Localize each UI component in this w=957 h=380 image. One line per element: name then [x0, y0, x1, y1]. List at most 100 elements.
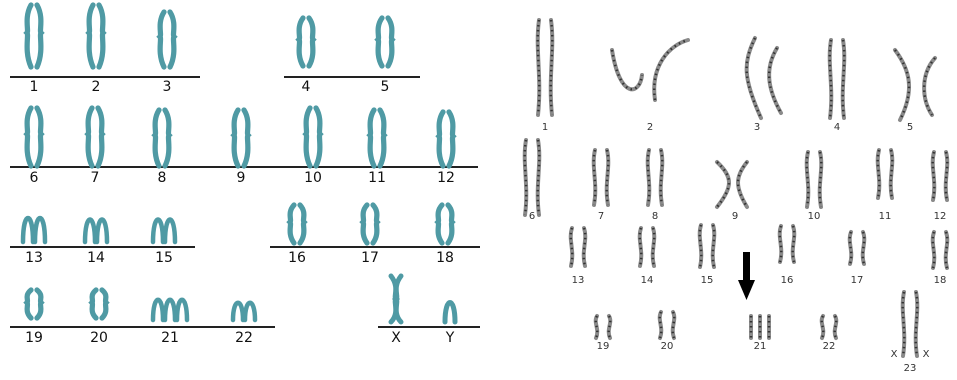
chromosome-label: 21 — [150, 331, 190, 345]
chromosome-18 — [933, 232, 948, 268]
chromosome-label: 9 — [221, 171, 261, 185]
chromosome-10 — [306, 108, 320, 166]
chromosome-label: 14 — [632, 276, 662, 286]
chromosome-label: 23 — [895, 364, 925, 374]
chromosome-label: 18 — [925, 276, 955, 286]
trisomy-arrow — [738, 252, 755, 300]
chromosome-7 — [88, 108, 102, 166]
chromosome-label: 22 — [814, 342, 844, 352]
chromosome-label: 19 — [14, 331, 54, 345]
chromosome-12 — [933, 152, 948, 200]
chromosome-label: 10 — [293, 171, 333, 185]
chromosome-label: 7 — [586, 212, 616, 222]
chromosome-label: 2 — [76, 80, 116, 94]
chromosome-label: 7 — [75, 171, 115, 185]
chromosome-label: 12 — [426, 171, 466, 185]
chromosome-15 — [700, 225, 715, 267]
chromosome-16 — [780, 226, 795, 262]
chromosome-22 — [233, 303, 255, 320]
chromosome-10 — [807, 152, 822, 207]
chromosome-label: 3 — [147, 80, 187, 94]
chromosome-label: 1 — [14, 80, 54, 94]
chromosome-label: 22 — [224, 331, 264, 345]
chromosome-17 — [850, 232, 865, 264]
chromosome-label: 16 — [772, 276, 802, 286]
chromosome-label: 6 — [14, 171, 54, 185]
chromosome-label: X — [376, 331, 416, 345]
chromosome-photos — [495, 0, 957, 380]
chromosome-label: 10 — [799, 212, 829, 222]
chromosome-20 — [92, 290, 106, 318]
chromosome-label: 1 — [530, 123, 560, 133]
chromosome-19 — [27, 290, 41, 318]
chromosome-22 — [822, 316, 837, 338]
chromosome-label: 18 — [425, 251, 465, 265]
chromosome-label: 6 — [517, 212, 547, 222]
chromosome-label: 11 — [870, 212, 900, 222]
chromosome-4 — [830, 40, 845, 118]
chromosome-18 — [438, 205, 452, 243]
chromosome-21 — [153, 300, 187, 320]
chromosome-label: 3 — [742, 123, 772, 133]
chromosome-label: 4 — [286, 80, 326, 94]
chromosome-9 — [234, 110, 248, 166]
chromosome-label: 11 — [357, 171, 397, 185]
chromosome-label: 15 — [144, 251, 184, 265]
chromosome-1 — [538, 20, 553, 115]
chromosome-drawings — [0, 0, 490, 380]
chromosome-label: 8 — [142, 171, 182, 185]
chromosome-6 — [27, 108, 41, 166]
chromosome-label: 21 — [745, 342, 775, 352]
chromosome-14 — [640, 228, 655, 266]
chromosome-label: 5 — [895, 123, 925, 133]
chromosome-14 — [85, 220, 107, 243]
chromosome-label: 17 — [842, 276, 872, 286]
chromosome-5 — [378, 18, 392, 66]
chromosome-label: 19 — [588, 342, 618, 352]
chromosome-2 — [89, 5, 103, 67]
chromosome-20 — [660, 312, 675, 338]
chromosome-3 — [747, 38, 781, 118]
chromosome-9 — [717, 162, 747, 207]
chromosome-23 — [903, 292, 918, 356]
chromosome-17 — [363, 205, 377, 243]
chromosome-x — [391, 276, 401, 322]
chromosome-label: 20 — [79, 331, 119, 345]
chromosome-label: Y — [430, 331, 470, 345]
chromosome-label: 16 — [277, 251, 317, 265]
chromosome-label: 4 — [822, 123, 852, 133]
chromosome-label: 14 — [76, 251, 116, 265]
chromosome-19 — [596, 316, 611, 338]
chromosome-8 — [648, 150, 663, 205]
chromosome-label: 12 — [925, 212, 955, 222]
chromosome-label: 20 — [652, 342, 682, 352]
chromosome-11 — [878, 150, 893, 198]
sex-chromosome-label: X — [879, 350, 909, 360]
chromosome-label: 5 — [365, 80, 405, 94]
chromosome-3 — [160, 12, 174, 67]
chromosome-12 — [439, 112, 453, 166]
chromosome-7 — [594, 150, 609, 205]
chromosome-15 — [153, 220, 175, 243]
chromosome-6 — [525, 140, 540, 215]
chromosome-label: 2 — [635, 123, 665, 133]
chromosome-1 — [27, 5, 41, 67]
chromosome-label: 8 — [640, 212, 670, 222]
chromosome-5 — [895, 50, 935, 120]
chromosome-13 — [571, 228, 586, 266]
chromosome-2 — [612, 40, 688, 100]
chromosome-y — [445, 303, 455, 323]
chromosome-16 — [290, 205, 304, 243]
chromosome-label: 9 — [720, 212, 750, 222]
chromosome-11 — [370, 110, 384, 166]
chromosome-label: 13 — [563, 276, 593, 286]
chromosome-label: 17 — [350, 251, 390, 265]
chromosome-4 — [299, 18, 313, 66]
sex-chromosome-label: X — [911, 350, 941, 360]
chromosome-label: 13 — [14, 251, 54, 265]
chromosome-21 — [751, 316, 769, 338]
chromosome-label: 15 — [692, 276, 722, 286]
chromosome-8 — [155, 110, 169, 166]
